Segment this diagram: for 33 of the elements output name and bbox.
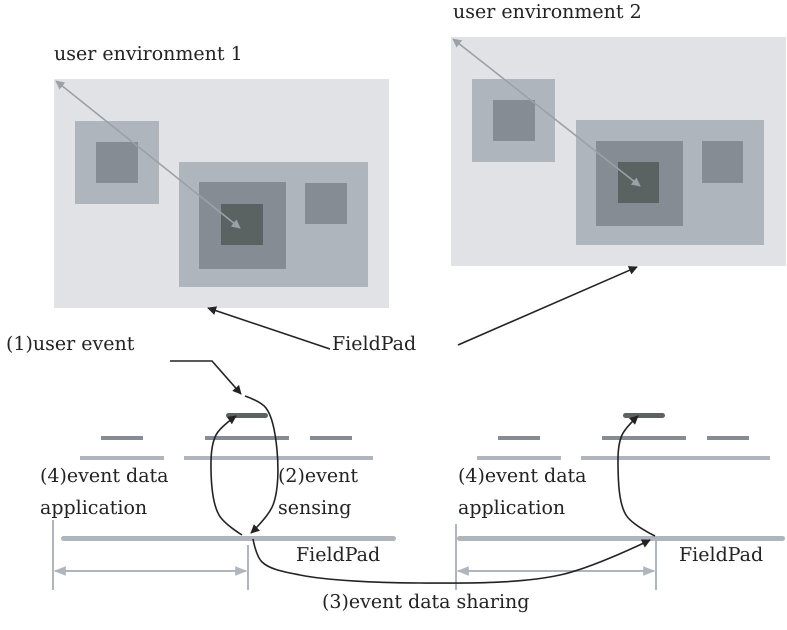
arrow	[170, 360, 242, 395]
window-box	[576, 120, 764, 245]
caption-text: (1)user event	[6, 333, 134, 356]
arrow	[458, 266, 638, 346]
edge-label: (4)event data application	[40, 464, 170, 521]
window-box	[199, 182, 286, 269]
window-box	[96, 142, 138, 183]
panel-heading: user environment 1	[54, 43, 243, 66]
arrow	[55, 80, 241, 229]
arrow	[210, 415, 242, 536]
window-box	[75, 121, 159, 204]
arrow	[244, 395, 279, 534]
edge-label: (2)event sensing	[278, 464, 360, 521]
arrow	[452, 38, 641, 187]
window-box	[702, 141, 743, 183]
window-box	[493, 100, 535, 141]
edge-label: (3)event data sharing	[322, 590, 530, 615]
caption-text: FieldPad	[332, 333, 416, 356]
window-box	[179, 162, 368, 287]
device-label: FieldPad	[679, 544, 764, 567]
window-box	[472, 79, 555, 162]
arrow	[207, 306, 330, 350]
window-box	[618, 162, 659, 203]
device-bar	[623, 413, 665, 418]
window-box	[305, 183, 347, 224]
device-bar	[226, 413, 268, 418]
arrow	[617, 415, 656, 537]
panel-heading: user environment 2	[453, 1, 642, 24]
arrow	[252, 538, 651, 584]
window-box	[596, 141, 683, 226]
device-label: FieldPad	[296, 544, 380, 567]
edge-label: (4)event data application	[458, 464, 588, 521]
window-box	[221, 204, 263, 245]
